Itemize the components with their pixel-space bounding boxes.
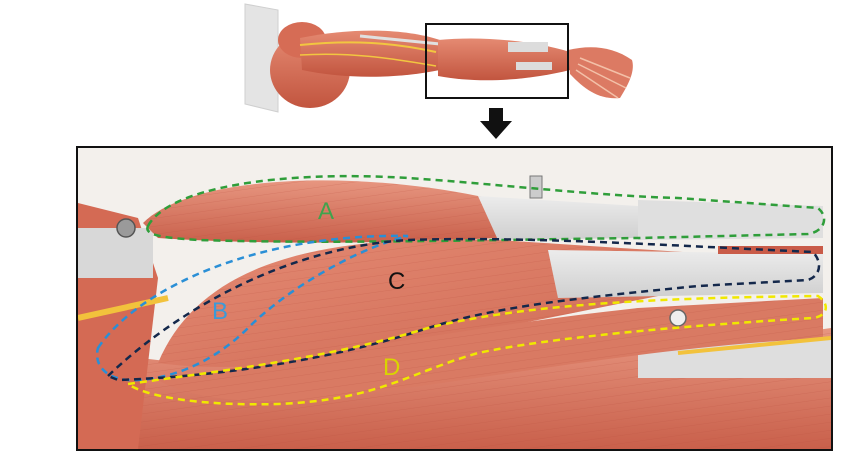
- forearm-detail-panel: A B C D: [76, 146, 833, 451]
- arm-overview-image: [240, 0, 640, 116]
- label-b: B: [212, 298, 229, 325]
- label-d: D: [383, 354, 401, 381]
- label-a: A: [318, 198, 335, 225]
- label-c: C: [388, 268, 406, 295]
- arrow-down-icon: [478, 108, 514, 140]
